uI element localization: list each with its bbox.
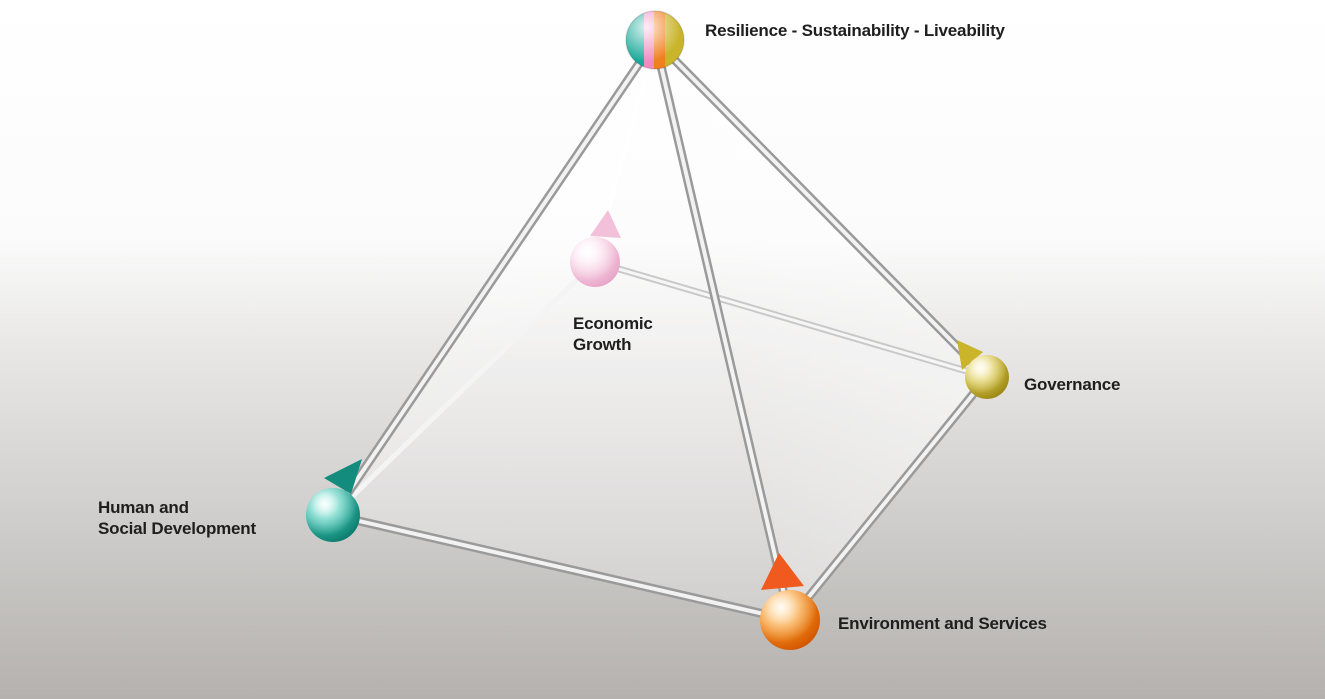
economic-sphere-icon	[570, 237, 620, 287]
human-social-label-line-1: Human and	[98, 498, 189, 517]
environment-services-label: Environment and Services	[838, 614, 1047, 633]
human-social-label-line-2: Social Development	[98, 519, 256, 538]
economic-arrow-icon	[590, 210, 621, 238]
environment-sphere-icon	[760, 590, 820, 650]
human-social-label: Human and Social Development	[98, 497, 256, 539]
human-sphere-icon	[306, 488, 360, 542]
governance-sphere-icon	[965, 355, 1009, 399]
economic-growth-label: Economic Growth	[573, 313, 653, 355]
apex-sphere-icon	[625, 10, 685, 70]
environment-arrow-icon	[761, 553, 804, 590]
back-edges	[330, 38, 991, 518]
economic-growth-label-line-2: Growth	[573, 335, 632, 354]
front-face	[333, 40, 790, 620]
apex-label: Resilience - Sustainability - Liveabilit…	[705, 21, 1005, 40]
front-edges	[328, 35, 992, 625]
base-face	[333, 262, 987, 620]
economic-growth-label-line-1: Economic	[573, 314, 653, 333]
human-arrow-icon	[324, 459, 362, 494]
governance-arrow-icon	[957, 340, 983, 370]
edge-human-economic	[330, 259, 598, 518]
governance-label: Governance	[1024, 375, 1121, 394]
